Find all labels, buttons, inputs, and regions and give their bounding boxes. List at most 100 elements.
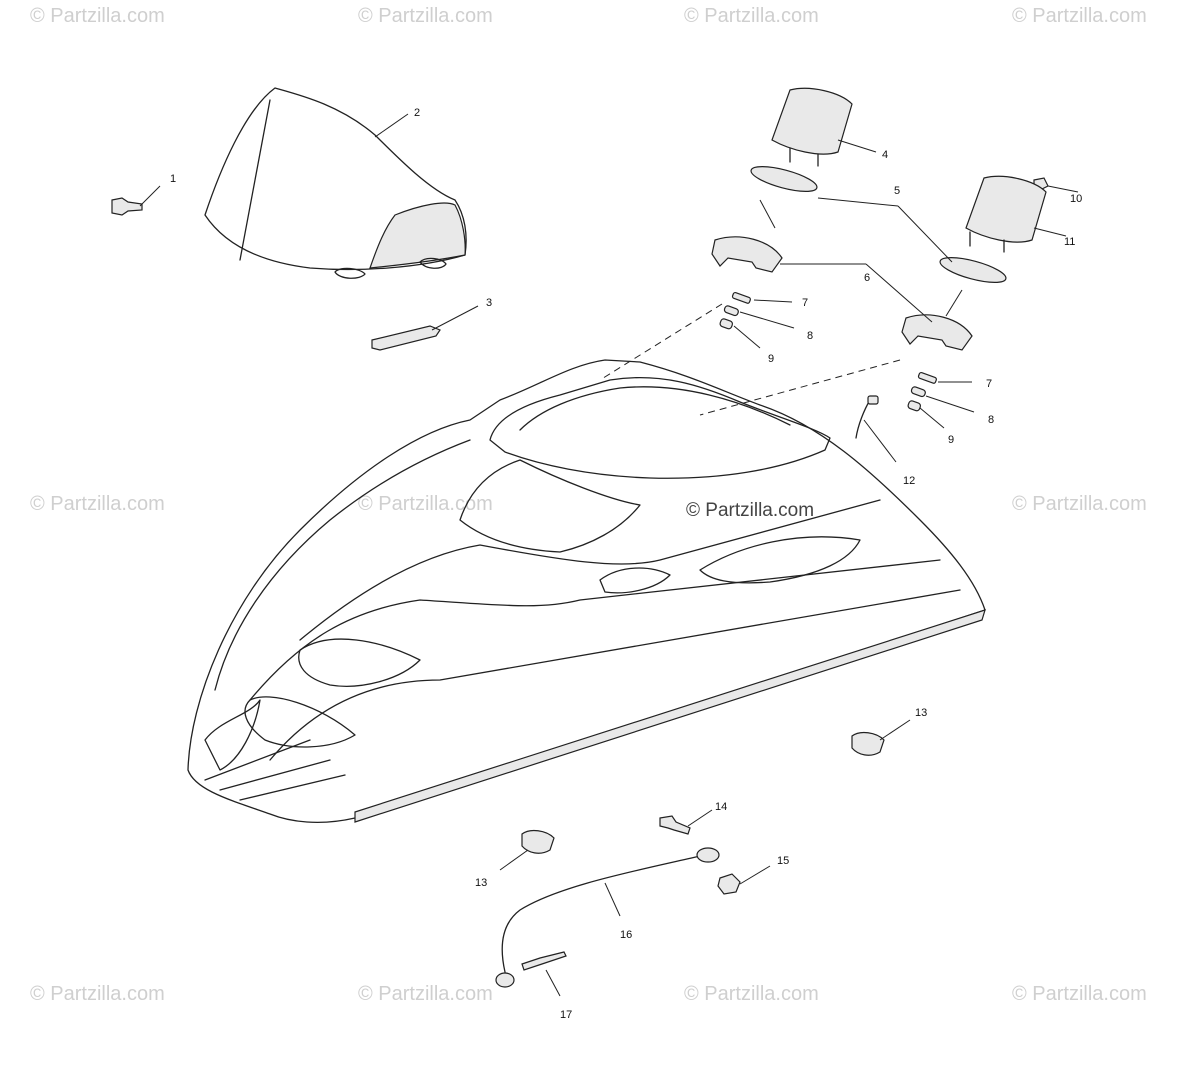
watermark: © Partzilla.com bbox=[1012, 5, 1147, 27]
bulb-9 bbox=[719, 318, 734, 330]
harness-12-plug bbox=[867, 395, 879, 405]
callout-label: 8 bbox=[807, 330, 813, 342]
leader-line bbox=[879, 719, 911, 741]
leader-line bbox=[739, 311, 795, 329]
leader-line bbox=[1047, 185, 1079, 193]
leader-line bbox=[733, 325, 761, 349]
leader-line bbox=[431, 305, 479, 331]
callout-label: 14 bbox=[715, 801, 727, 813]
spring-7 bbox=[731, 291, 751, 304]
hardware bbox=[111, 87, 1049, 988]
leader-line bbox=[1033, 227, 1067, 237]
leader-line bbox=[604, 882, 621, 917]
bulb-9 bbox=[907, 400, 922, 412]
bracket-6 bbox=[711, 236, 783, 273]
hood-vent bbox=[244, 696, 356, 748]
assembly-line bbox=[699, 359, 901, 416]
hood-ridge bbox=[249, 559, 941, 701]
leader-line bbox=[753, 299, 793, 303]
callout-label: 3 bbox=[486, 297, 492, 309]
tether-16-eye bbox=[696, 847, 720, 863]
callout-label: 8 bbox=[988, 414, 994, 426]
screw-1 bbox=[111, 197, 143, 216]
callout-label: 1 bbox=[170, 173, 176, 185]
hood-ridge bbox=[269, 589, 961, 761]
bolt-14 bbox=[659, 815, 691, 835]
watermark: © Partzilla.com bbox=[30, 983, 165, 1005]
hood-ridge bbox=[299, 499, 881, 641]
spring-7 bbox=[917, 371, 937, 384]
callout-label: 10 bbox=[1070, 193, 1082, 205]
windshield-outline bbox=[204, 87, 467, 271]
fastener-13 bbox=[521, 829, 555, 854]
leader-line bbox=[919, 407, 945, 429]
nut-15 bbox=[717, 873, 741, 895]
leader-line bbox=[374, 113, 409, 138]
watermark: © Partzilla.com bbox=[30, 5, 165, 27]
windshield-opening bbox=[489, 377, 831, 479]
hood-vent bbox=[298, 638, 421, 687]
tether-16 bbox=[501, 855, 701, 973]
console-shape bbox=[459, 459, 641, 553]
leader-line bbox=[837, 139, 877, 153]
grommet-8 bbox=[910, 386, 926, 398]
leader-line bbox=[139, 185, 161, 207]
callout-label: 4 bbox=[882, 149, 888, 161]
windshield bbox=[204, 87, 467, 279]
gauge-11-pins bbox=[969, 231, 1005, 253]
leader-line bbox=[817, 197, 953, 263]
tether-16-eye bbox=[495, 972, 515, 988]
ring-5 bbox=[750, 166, 818, 192]
leader-line bbox=[687, 809, 713, 827]
clip-3 bbox=[371, 325, 441, 351]
leader-line bbox=[780, 263, 933, 323]
leader-line bbox=[499, 849, 529, 871]
watermark: © Partzilla.com bbox=[684, 983, 819, 1005]
watermark: © Partzilla.com bbox=[358, 5, 493, 27]
leader-line bbox=[925, 395, 975, 413]
watermark: © Partzilla.com bbox=[358, 493, 493, 515]
hood-assembly bbox=[187, 359, 986, 824]
gauge-11 bbox=[965, 175, 1047, 243]
callout-label: 13 bbox=[915, 707, 927, 719]
gauge-4-pins bbox=[789, 147, 819, 167]
callout-label: 12 bbox=[903, 475, 915, 487]
callout-label: 17 bbox=[560, 1009, 572, 1021]
grommet-8 bbox=[723, 305, 739, 317]
gauge-4 bbox=[771, 87, 853, 155]
assembly-line bbox=[759, 199, 776, 229]
hood-outline bbox=[187, 359, 986, 824]
ring-5 bbox=[939, 257, 1007, 283]
watermark: © Partzilla.com bbox=[684, 5, 819, 27]
hood-vent bbox=[599, 567, 671, 594]
callout-label: 16 bbox=[620, 929, 632, 941]
hood-trim bbox=[354, 609, 986, 823]
hood-side-line bbox=[214, 439, 471, 691]
leader-lines bbox=[139, 113, 1079, 997]
callout-label: 7 bbox=[986, 378, 992, 390]
callout-label: 2 bbox=[414, 107, 420, 119]
callout-label: 9 bbox=[768, 353, 774, 365]
callout-label: 13 bbox=[475, 877, 487, 889]
watermark: © Partzilla.com bbox=[1012, 493, 1147, 515]
assembly-line bbox=[599, 303, 723, 381]
fastener-13 bbox=[851, 731, 885, 756]
windshield-tint bbox=[369, 202, 466, 269]
callout-label: 7 bbox=[802, 297, 808, 309]
leader-line bbox=[545, 969, 561, 997]
watermark: © Partzilla.com bbox=[30, 493, 165, 515]
callout-label: 15 bbox=[777, 855, 789, 867]
windshield-tab bbox=[334, 257, 447, 279]
watermark: © Partzilla.com bbox=[1012, 983, 1147, 1005]
callout-label: 11 bbox=[1064, 236, 1075, 248]
leader-line bbox=[863, 419, 897, 463]
windshield-inner bbox=[519, 386, 791, 431]
callout-label: 5 bbox=[894, 185, 900, 197]
watermark: © Partzilla.com bbox=[358, 983, 493, 1005]
callout-labels: 1 2 3 4 5 6 7 8 9 10 11 12 13 13 14 15 1… bbox=[170, 107, 1082, 1021]
watermark-center: © Partzilla.com bbox=[686, 500, 814, 521]
bracket-6 bbox=[901, 314, 973, 351]
harness-12 bbox=[855, 399, 871, 439]
callout-label: 6 bbox=[864, 272, 870, 284]
leader-line bbox=[739, 865, 771, 885]
